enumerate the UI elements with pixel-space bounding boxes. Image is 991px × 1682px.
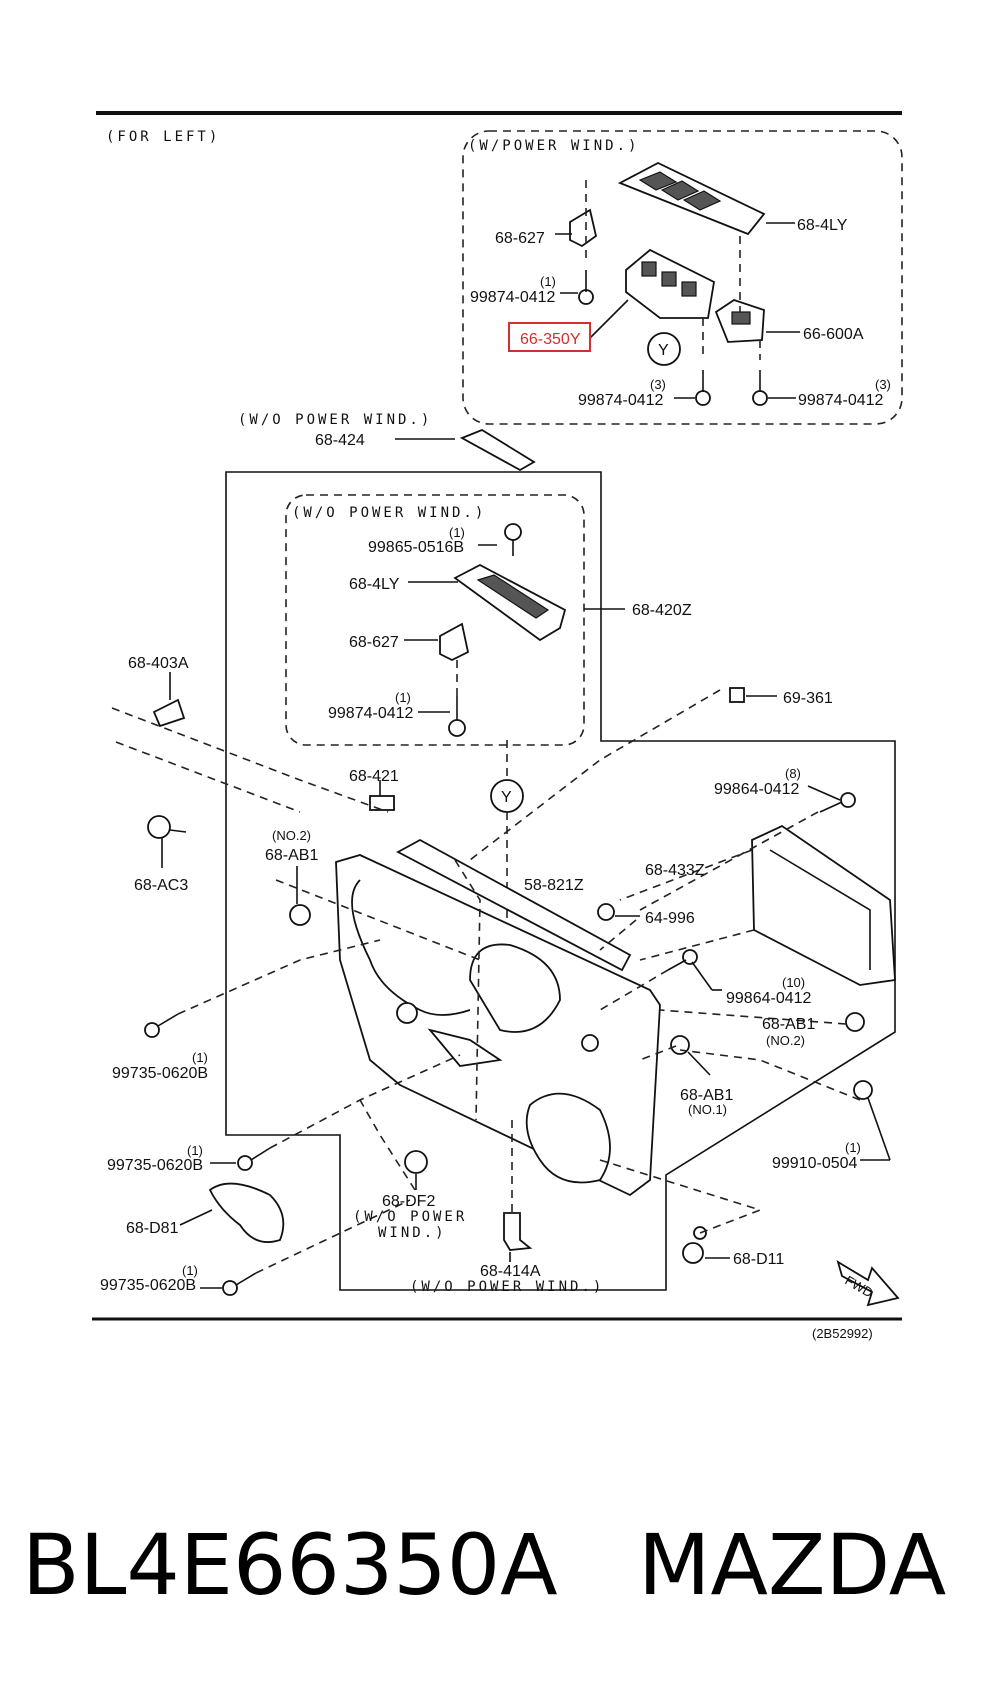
qty-3-a: (3) xyxy=(650,377,666,392)
qty-1-d: (1) xyxy=(192,1050,208,1065)
qty-1-g: (1) xyxy=(182,1263,198,1278)
fwd-arrow-icon: FWD xyxy=(836,1260,900,1307)
no1: (NO.1) xyxy=(688,1102,727,1117)
qty-1-e: (1) xyxy=(187,1143,203,1158)
no-power-window-group-box xyxy=(285,494,585,746)
label-99864-a: 99864-0412 xyxy=(714,781,800,798)
label-99864-b: 99864-0412 xyxy=(726,990,812,1007)
label-68-420Z: 68-420Z xyxy=(632,602,692,619)
bracket-68-414A xyxy=(503,1212,533,1251)
label-68-414A: 68-414A xyxy=(480,1263,541,1280)
label-69-361: 69-361 xyxy=(783,690,833,707)
screw-99864-top xyxy=(819,792,856,813)
label-68-AB1-left: 68-AB1 xyxy=(265,847,318,864)
label-68-627-lower: 68-627 xyxy=(349,634,399,651)
label-68-D81: 68-D81 xyxy=(126,1220,179,1237)
label-64-996: 64-996 xyxy=(645,910,695,927)
clip-part-lower xyxy=(439,622,470,662)
label-99865: 99865-0516B xyxy=(368,539,464,556)
no-power-window-group-label: (W/O POWER WIND.) xyxy=(292,505,486,521)
clip-68-AB1-lower xyxy=(670,1035,690,1055)
power-window-group-label: (W/POWER WIND.) xyxy=(468,138,639,154)
single-switch-part xyxy=(714,299,765,343)
label-68-403A: 68-403A xyxy=(128,655,189,672)
qty-1-a: (1) xyxy=(540,274,556,289)
no2-b: (NO.2) xyxy=(766,1033,805,1048)
wo-power-label-top: (W/O POWER WIND.) xyxy=(238,412,432,428)
qty-1-f: (1) xyxy=(845,1140,861,1155)
label-99735-a: 99735-0620B xyxy=(112,1065,208,1082)
screw-lower-bottom xyxy=(448,696,466,737)
clip-99910-0504 xyxy=(853,1080,873,1100)
qty-10: (10) xyxy=(782,975,805,990)
footer-brand: MAZDA xyxy=(638,1516,946,1614)
door-pocket-part xyxy=(751,824,896,986)
label-99735-c: 99735-0620B xyxy=(100,1277,196,1294)
cap-68-D11 xyxy=(682,1226,707,1264)
screw-lower-top xyxy=(504,523,522,556)
screw-upper-right xyxy=(752,370,768,406)
pull-handle-68-D81 xyxy=(208,1182,285,1243)
screw-99735-bottom xyxy=(222,1272,257,1296)
label-68-4LY-upper: 68-4LY xyxy=(797,217,848,234)
handle-bezel-part xyxy=(453,563,567,642)
label-68-D11: 68-D11 xyxy=(733,1251,784,1268)
fastener-68-AC3 xyxy=(147,815,187,839)
trim-strip-part xyxy=(459,428,536,472)
label-68-627-upper: 68-627 xyxy=(495,230,545,247)
label-68-AC3: 68-AC3 xyxy=(134,877,188,894)
y-marker-lower-label: Y xyxy=(501,789,512,806)
clip-68-403A xyxy=(152,698,186,728)
label-66-600A: 66-600A xyxy=(803,326,864,343)
no2-a: (NO.2) xyxy=(272,828,311,843)
power-window-switch-part xyxy=(625,248,715,319)
cap-68-DF2 xyxy=(404,1150,428,1174)
label-68-AB1-lower: 68-AB1 xyxy=(680,1087,733,1104)
qty-3-b: (3) xyxy=(875,377,891,392)
clip-69-361 xyxy=(729,687,745,703)
wo-power-note-414a: (W/O POWER WIND.) xyxy=(410,1279,604,1295)
label-68-433Z: 68-433Z xyxy=(645,862,705,879)
qty-1-c: (1) xyxy=(395,690,411,705)
screw-upper-left xyxy=(578,270,594,305)
label-99874-c: 99874-0412 xyxy=(798,392,884,409)
side-label: (FOR LEFT) xyxy=(106,129,220,145)
clip-part-upper xyxy=(569,208,598,248)
label-68-4LY-lower: 68-4LY xyxy=(349,576,400,593)
y-marker-upper xyxy=(647,332,681,366)
label-68-421: 68-421 xyxy=(349,768,399,785)
label-99735-b: 99735-0620B xyxy=(107,1157,203,1174)
screw-upper-mid xyxy=(695,370,711,406)
wo-power-note-df2-2: WIND.) xyxy=(378,1225,447,1241)
clip-68-AB1-right xyxy=(845,1012,865,1032)
screw-99864-mid xyxy=(667,949,698,971)
power-window-group-box xyxy=(462,130,903,425)
door-outline xyxy=(225,471,896,1291)
label-58-821Z: 58-821Z xyxy=(524,877,584,894)
label-99874-b: 99874-0412 xyxy=(578,392,664,409)
highlighted-part-label: 66-350Y xyxy=(520,331,581,348)
door-trim-panel-part xyxy=(335,838,661,1197)
highlighted-part-box xyxy=(508,322,591,352)
label-99874-d: 99874-0412 xyxy=(328,705,414,722)
y-marker-upper-label: Y xyxy=(658,342,669,359)
clip-68-421 xyxy=(369,795,395,811)
switch-bezel-part xyxy=(617,161,766,236)
label-68-AB1-right: 68-AB1 xyxy=(762,1016,815,1033)
qty-8: (8) xyxy=(785,766,801,781)
qty-1-b: (1) xyxy=(449,525,465,540)
screw-99735-mid xyxy=(237,1147,271,1171)
label-68-424: 68-424 xyxy=(315,432,365,449)
footer-part-number: BL4E66350A xyxy=(22,1516,558,1614)
label-99874-a: 99874-0412 xyxy=(470,289,556,306)
diagram-code: (2B52992) xyxy=(812,1326,873,1341)
wo-power-note-df2-1: (W/O POWER xyxy=(353,1209,467,1225)
clip-64-996 xyxy=(597,903,615,921)
screw-99735-top xyxy=(144,1013,179,1038)
label-68-DF2: 68-DF2 xyxy=(382,1193,435,1210)
label-99910: 99910-0504 xyxy=(772,1155,858,1172)
clip-68-AB1-left xyxy=(289,904,311,926)
